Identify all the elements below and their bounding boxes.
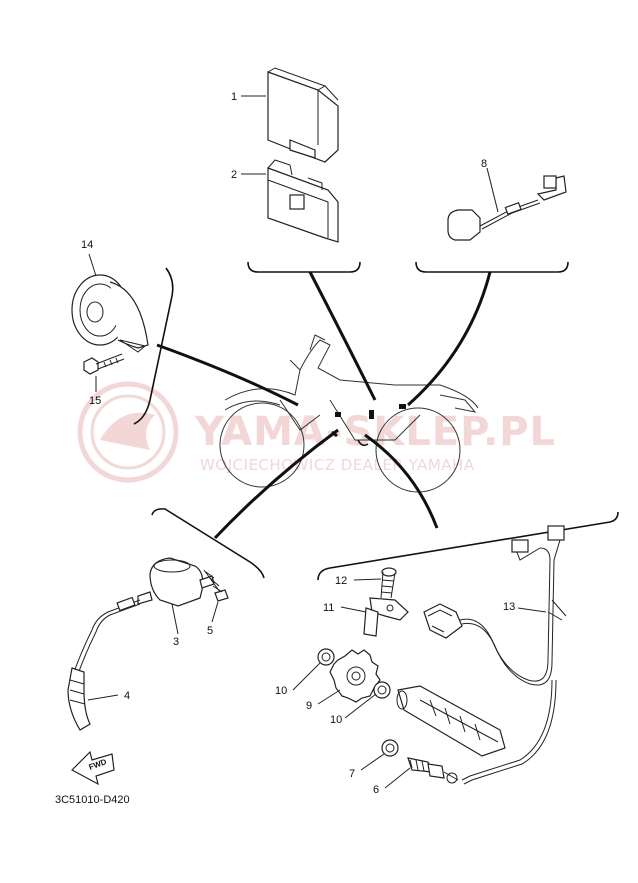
part-9-rotor: [329, 649, 381, 703]
callout-labels: 1 2 3 4 5 6 7 8 9 10 10 11 12 13 14 15: [81, 91, 515, 796]
callout-3: 3: [173, 636, 179, 648]
part-4-plug-cap: [67, 629, 97, 731]
callout-1: 1: [231, 91, 237, 103]
watermark-sub-text: WOJCIECHOWICZ DEALER YAMAHA: [200, 456, 475, 474]
part-10-washer-lower: [373, 681, 391, 699]
part-15-bolt: [83, 353, 125, 375]
callout-15: 15: [89, 395, 101, 407]
callout-9: 9: [306, 700, 312, 712]
part-6-switch: [407, 757, 459, 784]
part-14-horn: [71, 274, 149, 353]
part-7-washer: [381, 739, 399, 757]
part-13-harness: [423, 525, 567, 785]
watermark: YAMA-SKLEP.PL WOJCIECHOWICZ DEALER YAMAH…: [77, 381, 556, 483]
part-12-bolt: [380, 567, 397, 599]
diagram-code: 3C51010-D420: [55, 794, 130, 806]
shaft: [396, 685, 506, 757]
callout-10-upper: 10: [275, 685, 287, 697]
callout-7: 7: [349, 768, 355, 780]
fwd-arrow: FWD: [71, 750, 115, 786]
part-2-cover: [267, 159, 339, 243]
watermark-main-text: YAMA-SKLEP.PL: [194, 409, 556, 455]
part-8-sensor: [447, 175, 567, 241]
callout-11: 11: [323, 602, 334, 614]
callout-leaders: [87, 95, 547, 789]
part-3-ignition-coil: [91, 557, 215, 633]
callout-10-lower: 10: [330, 714, 342, 726]
callout-5: 5: [207, 625, 213, 637]
callout-6: 6: [373, 784, 379, 796]
leader-lines: [156, 271, 492, 540]
part-1-ecu: [267, 67, 339, 163]
callout-2: 2: [231, 169, 237, 181]
callout-8: 8: [481, 158, 487, 170]
callout-13: 13: [503, 601, 515, 613]
callout-12: 12: [335, 575, 347, 587]
part-5-bolt: [203, 569, 229, 602]
callout-14: 14: [81, 239, 93, 251]
part-11-pickup-sensor: [363, 597, 409, 637]
callout-4: 4: [124, 690, 130, 702]
part-10-washer-upper: [317, 648, 335, 666]
